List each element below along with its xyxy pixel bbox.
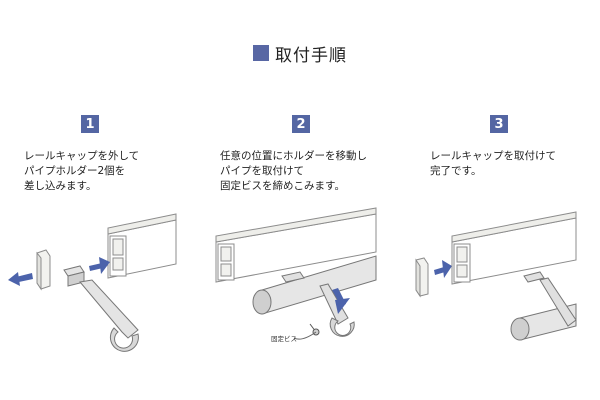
step-2-badge: 2	[292, 115, 310, 133]
step-1-pipe-holder	[63, 265, 139, 352]
step-1-arrow-left	[8, 272, 33, 286]
step-1-arrow-right	[89, 257, 110, 274]
step-1-rail	[107, 213, 177, 279]
step-3-badge: 3	[490, 115, 508, 133]
step-3-arrow-right	[434, 260, 452, 278]
step-3-pipe-holder	[523, 271, 577, 327]
step-2-arrow-down	[332, 288, 350, 314]
step-3-cap	[415, 257, 429, 298]
step-1-badge: 1	[81, 115, 99, 133]
step-2-callout: 固定ビス	[271, 335, 297, 343]
step-2-illustration	[215, 207, 377, 340]
section-title: 取付手順	[0, 40, 600, 66]
title-square-icon	[253, 45, 269, 61]
step-3-text: レールキャップを取付けて 完了です。	[430, 150, 556, 177]
step-3-rail	[451, 211, 577, 285]
step-1-text: レールキャップを外して パイプホルダー2個を 差し込みます。	[24, 150, 140, 192]
title-text: 取付手順	[275, 45, 347, 66]
step-2-pipe-holder	[281, 271, 355, 337]
step-2-screw-icon	[293, 323, 320, 340]
step-2-text: 任意の位置にホルダーを移動し パイプを取付けて 固定ビスを締めこみます。	[220, 150, 367, 192]
step-3-illustration	[415, 211, 577, 341]
step-2-pipe	[252, 255, 377, 315]
step-1-rail-cap	[36, 249, 51, 291]
step-2-rail	[215, 207, 377, 283]
step-1-illustration	[8, 213, 177, 352]
